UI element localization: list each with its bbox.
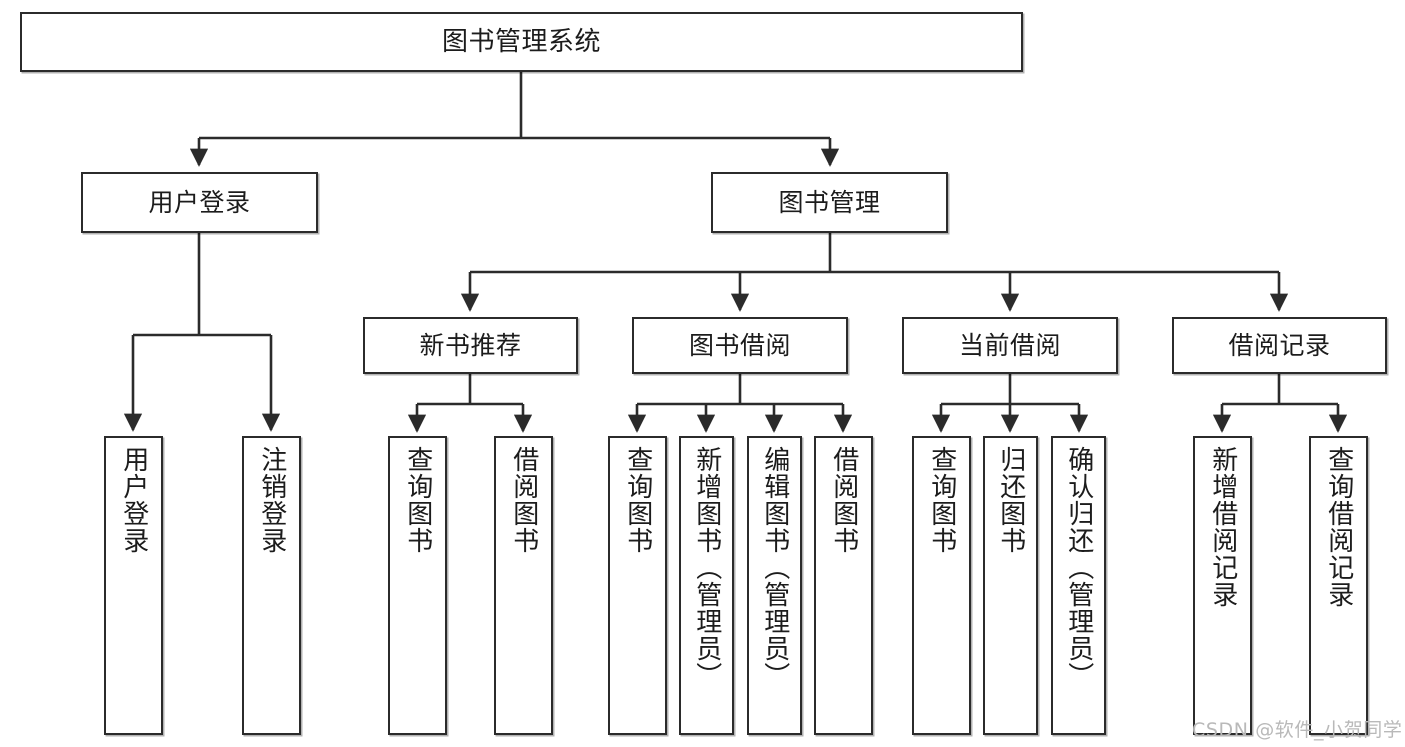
node-root-library-system[interactable]: 图书管理系统	[20, 12, 1023, 72]
node-book-management[interactable]: 图书管理	[711, 172, 948, 233]
leaf-current-confirm-return-admin[interactable]: 确认归还（管理员）	[1051, 436, 1106, 735]
node-label: 编辑图书（管理员）	[759, 446, 790, 689]
leaf-user-login-signout[interactable]: 注销登录	[242, 436, 301, 735]
node-label: 查询图书	[622, 446, 653, 554]
node-current-borrow[interactable]: 当前借阅	[902, 317, 1118, 374]
node-book-borrow[interactable]: 图书借阅	[632, 317, 848, 374]
leaf-record-query-borrow-record[interactable]: 查询借阅记录	[1309, 436, 1368, 735]
leaf-borrow-add-book-admin[interactable]: 新增图书（管理员）	[679, 436, 734, 735]
node-new-book-recommend[interactable]: 新书推荐	[363, 317, 578, 374]
leaf-recommend-query-book[interactable]: 查询图书	[388, 436, 447, 735]
node-label: 新书推荐	[419, 330, 522, 360]
node-label: 新增借阅记录	[1207, 446, 1238, 608]
leaf-current-query-book[interactable]: 查询图书	[912, 436, 971, 735]
node-label: 图书管理系统	[441, 26, 601, 57]
node-label: 借阅图书	[828, 446, 859, 554]
node-label: 用户登录	[148, 187, 251, 217]
node-label: 归还图书	[995, 446, 1026, 554]
leaf-borrow-borrow-book[interactable]: 借阅图书	[814, 436, 873, 735]
node-label: 查询图书	[926, 446, 957, 554]
node-label: 注销登录	[256, 446, 287, 554]
leaf-borrow-edit-book-admin[interactable]: 编辑图书（管理员）	[747, 436, 802, 735]
leaf-borrow-query-book[interactable]: 查询图书	[608, 436, 667, 735]
leaf-current-return-book[interactable]: 归还图书	[983, 436, 1038, 735]
node-label: 借阅图书	[508, 446, 539, 554]
node-label: 用户登录	[118, 446, 149, 554]
leaf-user-login-signin[interactable]: 用户登录	[104, 436, 163, 735]
node-label: 查询图书	[402, 446, 433, 554]
node-label: 借阅记录	[1228, 330, 1331, 360]
node-label: 图书管理	[778, 187, 881, 217]
node-label: 新增图书（管理员）	[691, 446, 722, 689]
node-user-login[interactable]: 用户登录	[81, 172, 318, 233]
csdn-watermark: CSDN @软件_小贺同学	[1192, 719, 1403, 741]
node-borrow-record[interactable]: 借阅记录	[1172, 317, 1387, 374]
node-label: 查询借阅记录	[1323, 446, 1354, 608]
node-label: 当前借阅	[958, 330, 1061, 360]
leaf-record-add-borrow-record[interactable]: 新增借阅记录	[1193, 436, 1252, 735]
node-label: 确认归还（管理员）	[1063, 446, 1094, 689]
node-label: 图书借阅	[688, 330, 791, 360]
leaf-recommend-borrow-book[interactable]: 借阅图书	[494, 436, 553, 735]
